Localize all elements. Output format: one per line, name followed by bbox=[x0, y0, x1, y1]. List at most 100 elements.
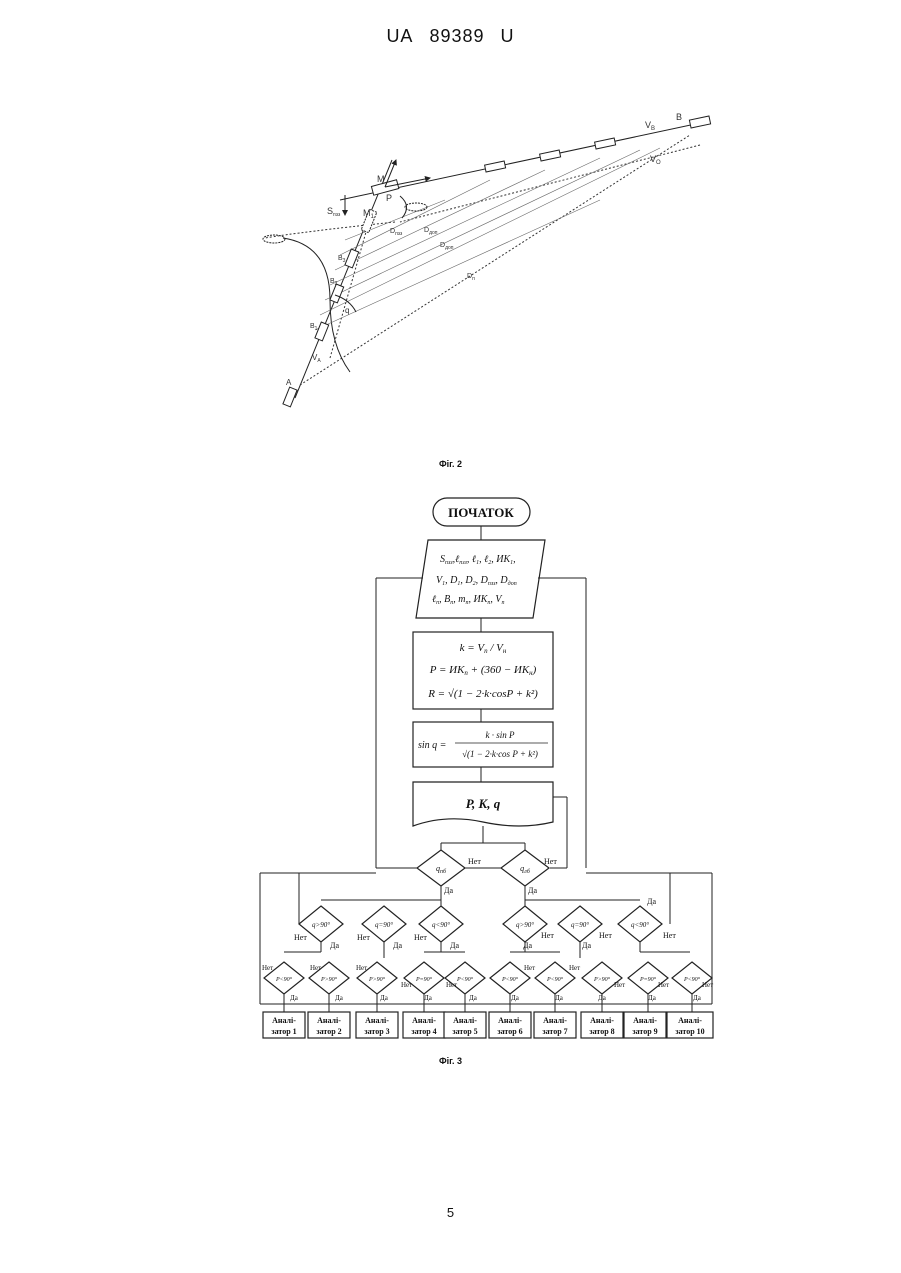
svg-text:Нет: Нет bbox=[262, 964, 273, 972]
analyzer-row: Аналі- затор 1 Аналі- затор 2 Аналі- зат… bbox=[263, 1012, 713, 1038]
label-dn: Dп bbox=[467, 273, 475, 282]
decision-row-low: P<90° Нет Да P>90° Нет Да P>90° Нет Да P… bbox=[262, 962, 713, 1002]
svg-text:затор 5: затор 5 bbox=[452, 1027, 477, 1036]
decision-q-pb-no: Нет bbox=[468, 857, 481, 866]
label-d3: Dдоп bbox=[440, 242, 454, 251]
svg-text:Нет: Нет bbox=[357, 933, 370, 942]
decision-q-lb-yes: Да bbox=[528, 886, 537, 895]
svg-text:Да: Да bbox=[648, 994, 657, 1002]
label-d2: Dдоп bbox=[424, 227, 438, 236]
svg-text:Аналі-: Аналі- bbox=[590, 1016, 614, 1025]
svg-text:P<90°: P<90° bbox=[501, 976, 519, 983]
svg-text:Аналі-: Аналі- bbox=[633, 1016, 657, 1025]
svg-text:Да: Да bbox=[330, 941, 339, 950]
label-b1: B1 bbox=[310, 323, 318, 332]
svg-text:Да: Да bbox=[393, 941, 402, 950]
label-va: VA bbox=[312, 353, 321, 364]
svg-text:Да: Да bbox=[450, 941, 459, 950]
svg-text:P>90°: P>90° bbox=[368, 976, 386, 983]
svg-text:затор 8: затор 8 bbox=[589, 1027, 614, 1036]
label-sdiv: Sпзз bbox=[327, 206, 341, 218]
svg-text:Аналі-: Аналі- bbox=[453, 1016, 477, 1025]
svg-text:Да: Да bbox=[523, 941, 532, 950]
start-label: ПОЧАТОК bbox=[448, 505, 514, 520]
svg-text:затор 10: затор 10 bbox=[675, 1027, 704, 1036]
svg-text:Да: Да bbox=[511, 994, 520, 1002]
arc-p bbox=[400, 196, 407, 218]
svg-text:затор 1: затор 1 bbox=[271, 1027, 296, 1036]
svg-text:Нет: Нет bbox=[294, 933, 307, 942]
decision-q-pb bbox=[417, 850, 465, 886]
svg-text:Нет: Нет bbox=[401, 981, 412, 989]
label-p: P bbox=[386, 193, 392, 203]
svg-text:Аналі-: Аналі- bbox=[498, 1016, 522, 1025]
svg-text:P=90°: P=90° bbox=[415, 976, 433, 983]
svg-text:q>90°: q>90° bbox=[516, 921, 534, 929]
label-a: A bbox=[286, 378, 292, 387]
input-line-3: ℓп, Bп, mп, ИКп, Vп bbox=[432, 594, 505, 606]
ship-symbols bbox=[263, 116, 711, 407]
svg-text:затор 7: затор 7 bbox=[542, 1027, 567, 1036]
label-vo: VO bbox=[650, 154, 661, 166]
svg-text:Нет: Нет bbox=[663, 931, 676, 940]
svg-text:Нет: Нет bbox=[356, 964, 367, 972]
svg-text:Да: Да bbox=[555, 994, 564, 1002]
output-label: P, K, q bbox=[466, 796, 501, 811]
svg-text:Да: Да bbox=[290, 994, 299, 1002]
svg-text:q>90°: q>90° bbox=[312, 921, 330, 929]
decision-q-pb-yes: Да bbox=[444, 886, 453, 895]
svg-text:затор 9: затор 9 bbox=[632, 1027, 657, 1036]
svg-text:затор 2: затор 2 bbox=[316, 1027, 341, 1036]
formula-sinq-label: sin q = bbox=[418, 740, 446, 751]
svg-text:q<90°: q<90° bbox=[631, 921, 649, 929]
svg-text:Нет: Нет bbox=[414, 933, 427, 942]
svg-text:Да: Да bbox=[693, 994, 702, 1002]
svg-text:затор 4: затор 4 bbox=[411, 1027, 436, 1036]
formula-sinq-num: k · sin P bbox=[486, 730, 515, 740]
svg-text:Нет: Нет bbox=[310, 964, 321, 972]
connectors-low-analyzers bbox=[260, 994, 712, 1012]
svg-text:Нет: Нет bbox=[614, 981, 625, 989]
svg-text:q=90°: q=90° bbox=[571, 921, 589, 929]
svg-text:P>90°: P>90° bbox=[320, 976, 338, 983]
svg-text:Аналі-: Аналі- bbox=[317, 1016, 341, 1025]
svg-text:Нет: Нет bbox=[541, 931, 554, 940]
svg-text:Аналі-: Аналі- bbox=[272, 1016, 296, 1025]
formula-k: k = Vп / Vн bbox=[460, 642, 507, 655]
svg-text:q<90°: q<90° bbox=[432, 921, 450, 929]
figure-2-caption: Фіг. 2 bbox=[0, 459, 901, 469]
svg-text:Да: Да bbox=[380, 994, 389, 1002]
svg-text:Аналі-: Аналі- bbox=[365, 1016, 389, 1025]
svg-text:Аналі-: Аналі- bbox=[543, 1016, 567, 1025]
formula-p: P = ИКп + (360 − ИКн) bbox=[429, 664, 537, 677]
label-vb: VB bbox=[645, 120, 655, 132]
figure-3-flowchart: ПОЧАТОК Sпзз,ℓпзз, ℓ1, ℓ2, ИК1, V1, D1, … bbox=[0, 490, 901, 1050]
hatch-lines bbox=[315, 148, 660, 330]
label-d1: Dпзз bbox=[390, 228, 403, 237]
input-line-2: V1, D1, D2, Dпзз, Dдоп bbox=[436, 575, 517, 587]
svg-text:Нет: Нет bbox=[524, 964, 535, 972]
dotted-line-an bbox=[300, 135, 690, 385]
svg-text:Да: Да bbox=[335, 994, 344, 1002]
svg-text:Нет: Нет bbox=[599, 931, 612, 940]
svg-text:затор 6: затор 6 bbox=[497, 1027, 522, 1036]
decision-q-lb bbox=[501, 850, 549, 886]
decision-row-mid: q>90° Нет Да q=90° Нет Да q<90° Нет Да q… bbox=[294, 897, 676, 950]
svg-text:P<90°: P<90° bbox=[275, 976, 293, 983]
svg-text:Нет: Нет bbox=[702, 981, 713, 989]
svg-text:Да: Да bbox=[582, 941, 591, 950]
svg-text:Нет: Нет bbox=[446, 981, 457, 989]
label-q: q bbox=[345, 306, 349, 315]
label-b3: B3 bbox=[338, 255, 346, 264]
label-m: M bbox=[377, 174, 385, 184]
svg-text:P<90°: P<90° bbox=[683, 976, 701, 983]
figure-3-caption: Фіг. 3 bbox=[0, 1056, 901, 1066]
svg-text:Да: Да bbox=[647, 897, 656, 906]
page-number: 5 bbox=[0, 1205, 901, 1220]
dotted-line-left bbox=[265, 222, 395, 238]
svg-text:q=90°: q=90° bbox=[375, 921, 393, 929]
formula-r: R = √(1 − 2·k·cosP + k²) bbox=[427, 688, 538, 700]
svg-text:P>90°: P>90° bbox=[593, 976, 611, 983]
svg-text:Да: Да bbox=[469, 994, 478, 1002]
label-b2: B2 bbox=[330, 278, 338, 287]
